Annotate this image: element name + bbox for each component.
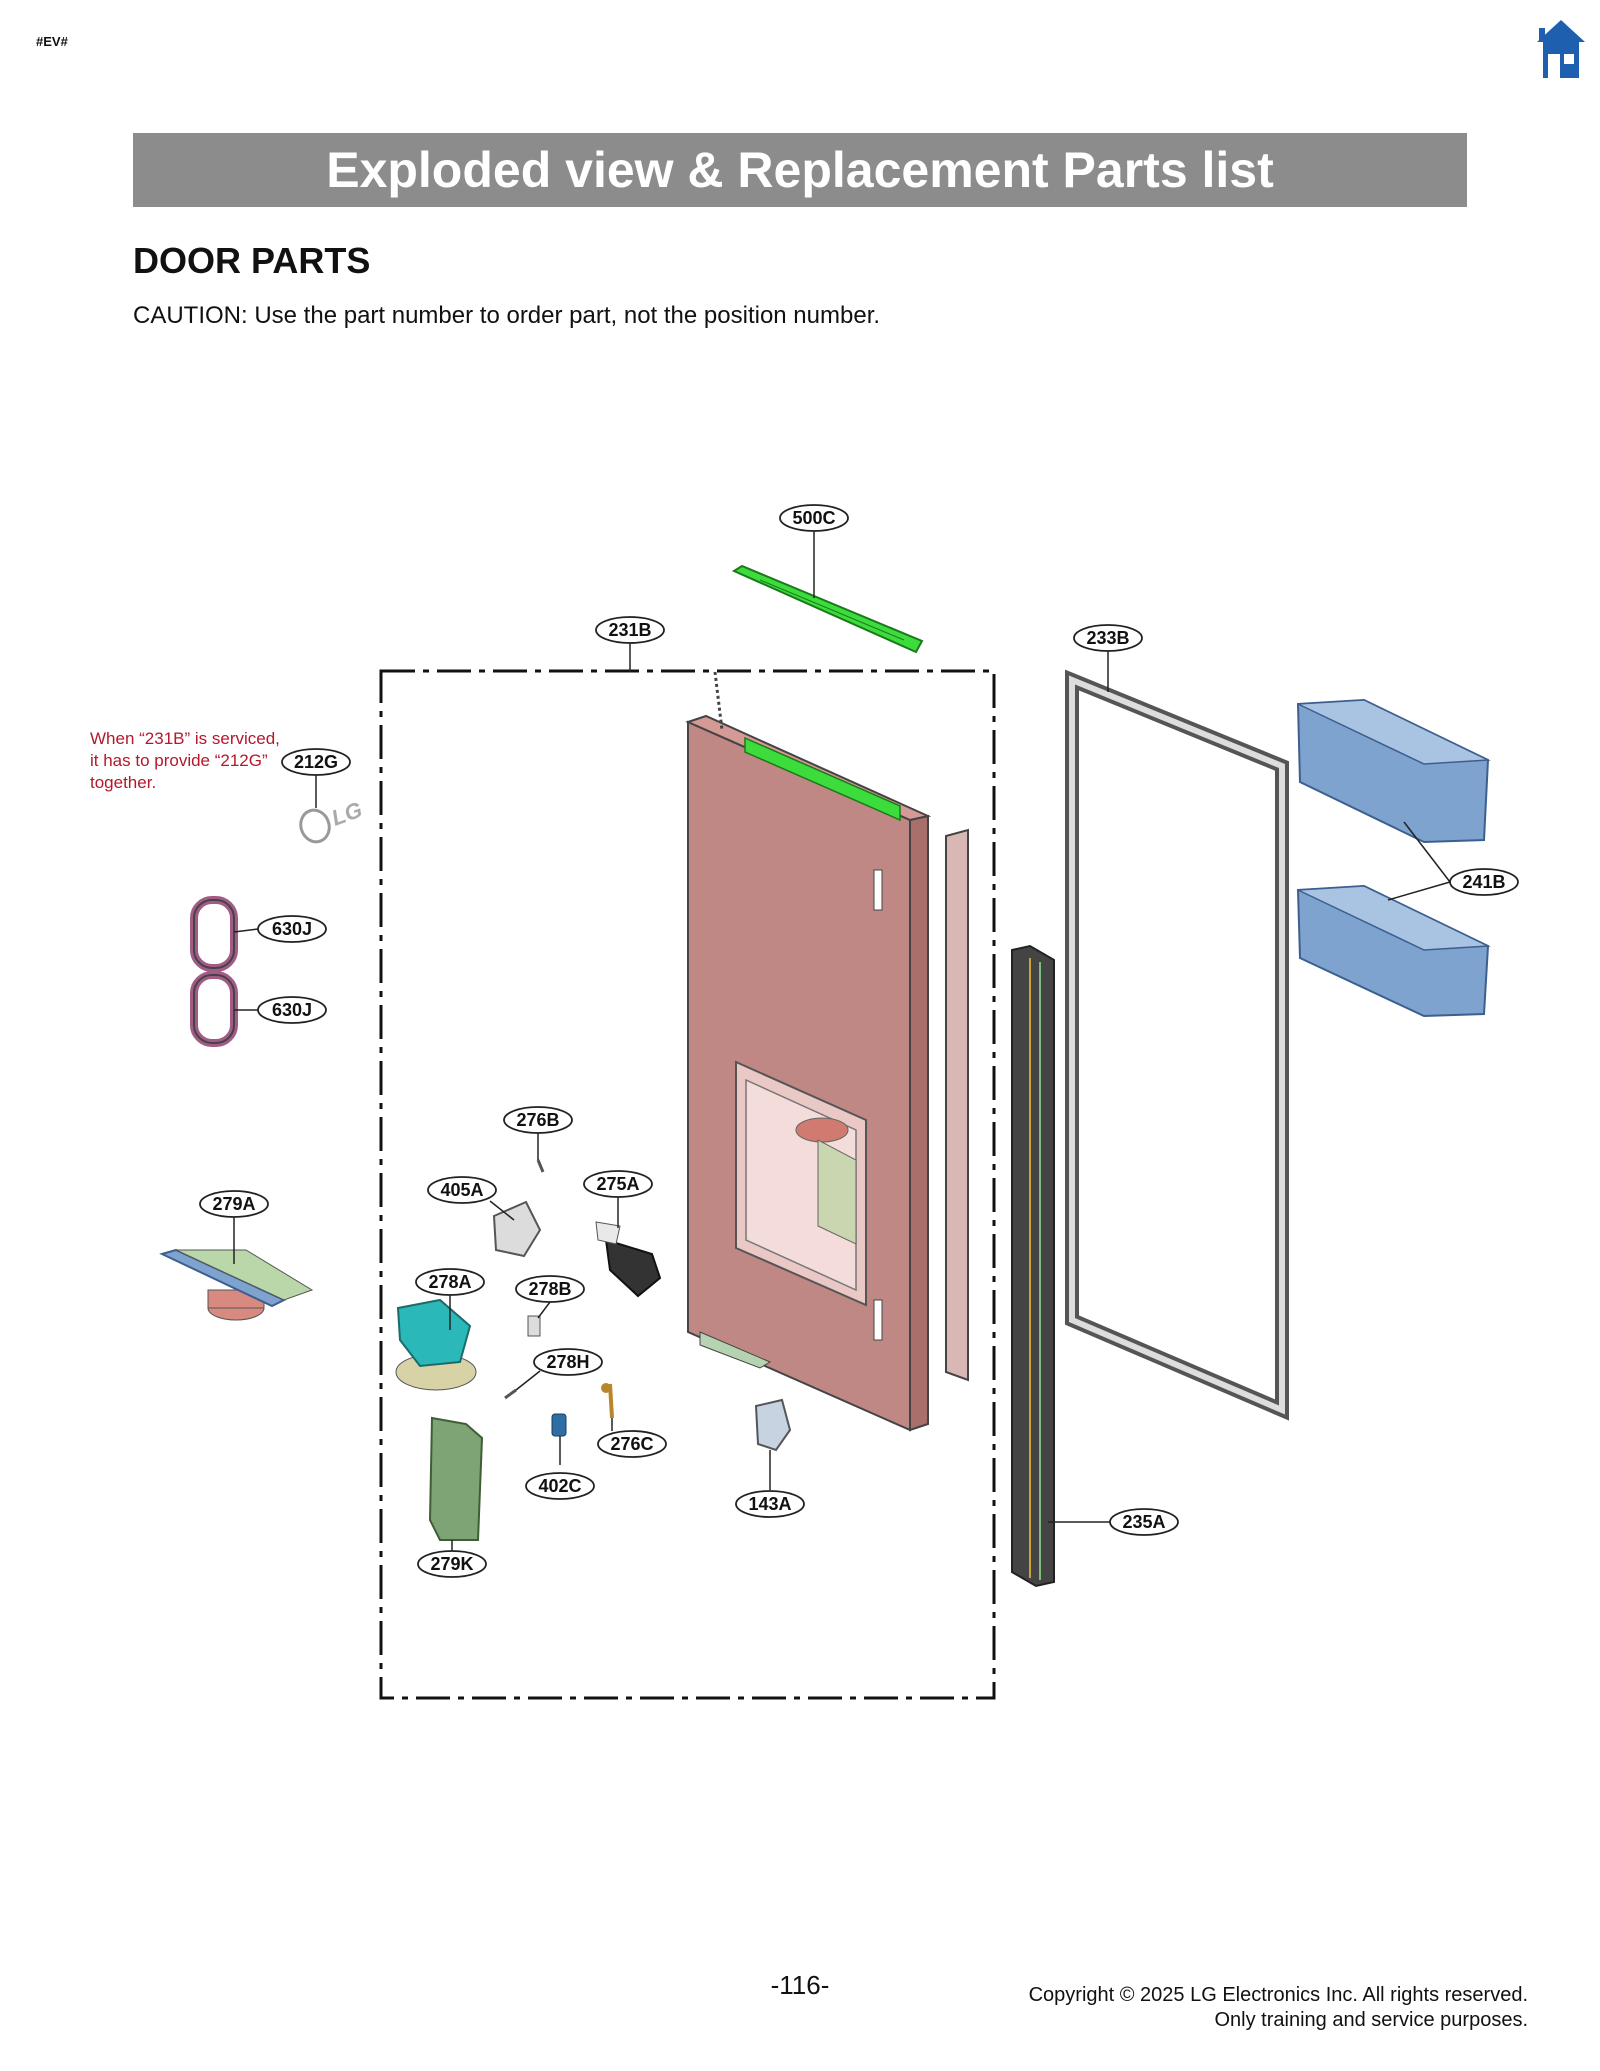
- door-bin-drawing: [1296, 698, 1491, 844]
- callout: 500C: [779, 504, 849, 532]
- service-note: When “231B” is serviced, it has to provi…: [90, 728, 280, 794]
- callout: 233B: [1073, 624, 1143, 652]
- callout: 231B: [595, 616, 665, 644]
- callout-label: 278A: [428, 1272, 471, 1292]
- banner-title: Exploded view & Replacement Parts list: [133, 133, 1467, 207]
- part-279K-drawing: [428, 1416, 484, 1541]
- part-500C-drawing: [731, 564, 924, 654]
- section-title: DOOR PARTS: [133, 240, 371, 281]
- copyright: Copyright © 2025 LG Electronics Inc. All…: [1029, 1983, 1528, 2033]
- page-number: -116-: [770, 1970, 830, 2000]
- callout: 276C: [597, 1430, 667, 1458]
- copyright-line: Copyright © 2025 LG Electronics Inc. All…: [1028, 1984, 1528, 2006]
- callout-label: 241B: [1462, 872, 1505, 892]
- callout: 143A: [735, 1490, 805, 1518]
- callout: 278A: [415, 1268, 485, 1296]
- callout: 630J: [257, 996, 327, 1024]
- callout-label: 212G: [294, 752, 338, 772]
- part-278B-drawing: [527, 1315, 541, 1337]
- callout-label: 233B: [1086, 628, 1129, 648]
- part-278H-drawing: [504, 1388, 517, 1400]
- callout: 235A: [1109, 1508, 1179, 1536]
- callout: 278B: [515, 1275, 585, 1303]
- assembly-boundary: [379, 669, 996, 1700]
- callout-label: 275A: [596, 1174, 639, 1194]
- dispenser-bracket-drawing: [159, 1248, 314, 1321]
- callout: 278H: [533, 1348, 603, 1376]
- gasket-drawing: [1065, 669, 1289, 1421]
- callout-label: 235A: [1122, 1512, 1165, 1532]
- callout: 275A: [583, 1170, 653, 1198]
- callout-label: 143A: [748, 1494, 791, 1514]
- callout: 402C: [525, 1472, 595, 1500]
- callout: 279A: [199, 1190, 269, 1218]
- part-405A-drawing: [492, 1200, 542, 1258]
- lg-logo-drawing: LG: [299, 797, 365, 844]
- copyright-line: Only training and service purposes.: [1214, 2009, 1529, 2031]
- callout-label: 276C: [610, 1434, 653, 1454]
- callout-label: 630J: [272, 919, 312, 939]
- callout-label: 231B: [608, 620, 651, 640]
- home-icon[interactable]: [1535, 18, 1587, 80]
- callout-label: 630J: [272, 1000, 312, 1020]
- callout: 405A: [427, 1176, 497, 1204]
- callout-label: 405A: [440, 1180, 483, 1200]
- service-note-line: it has to provide “212G”: [90, 751, 268, 770]
- door-bin-drawing: [1296, 884, 1491, 1018]
- document-tag: #EV#: [36, 34, 68, 49]
- leader-lines: [233, 531, 1451, 1551]
- part-276B-drawing: [536, 1159, 545, 1173]
- part-275A-drawing: [595, 1221, 662, 1298]
- callout-label: 279A: [212, 1194, 255, 1214]
- service-note-line: together.: [90, 773, 157, 792]
- caution-text: CAUTION: Use the part number to order pa…: [133, 302, 881, 329]
- callout: 630J: [257, 915, 327, 943]
- part-402C-drawing: [551, 1413, 567, 1437]
- callout: 241B: [1449, 868, 1519, 896]
- door-drawing: [685, 671, 969, 1432]
- part-143A-drawing: [754, 1398, 792, 1452]
- callout: 279K: [417, 1550, 487, 1578]
- part-278A-drawing: [395, 1298, 477, 1391]
- callout-label: 402C: [538, 1476, 581, 1496]
- lg-logo-text: LG: [328, 797, 365, 831]
- callout: 212G: [281, 748, 351, 776]
- service-note-line: When “231B” is serviced,: [90, 729, 280, 748]
- strip-drawing: [1011, 944, 1055, 1588]
- callout-label: 500C: [792, 508, 835, 528]
- callout-label: 279K: [430, 1554, 473, 1574]
- callout-label: 278B: [528, 1279, 571, 1299]
- part-276C-drawing: [601, 1383, 614, 1419]
- callout-label: 276B: [516, 1110, 559, 1130]
- callout: 276B: [503, 1106, 573, 1134]
- callout-label: 278H: [546, 1352, 589, 1372]
- ring-drawing: [190, 896, 238, 972]
- ring-drawing: [190, 971, 238, 1047]
